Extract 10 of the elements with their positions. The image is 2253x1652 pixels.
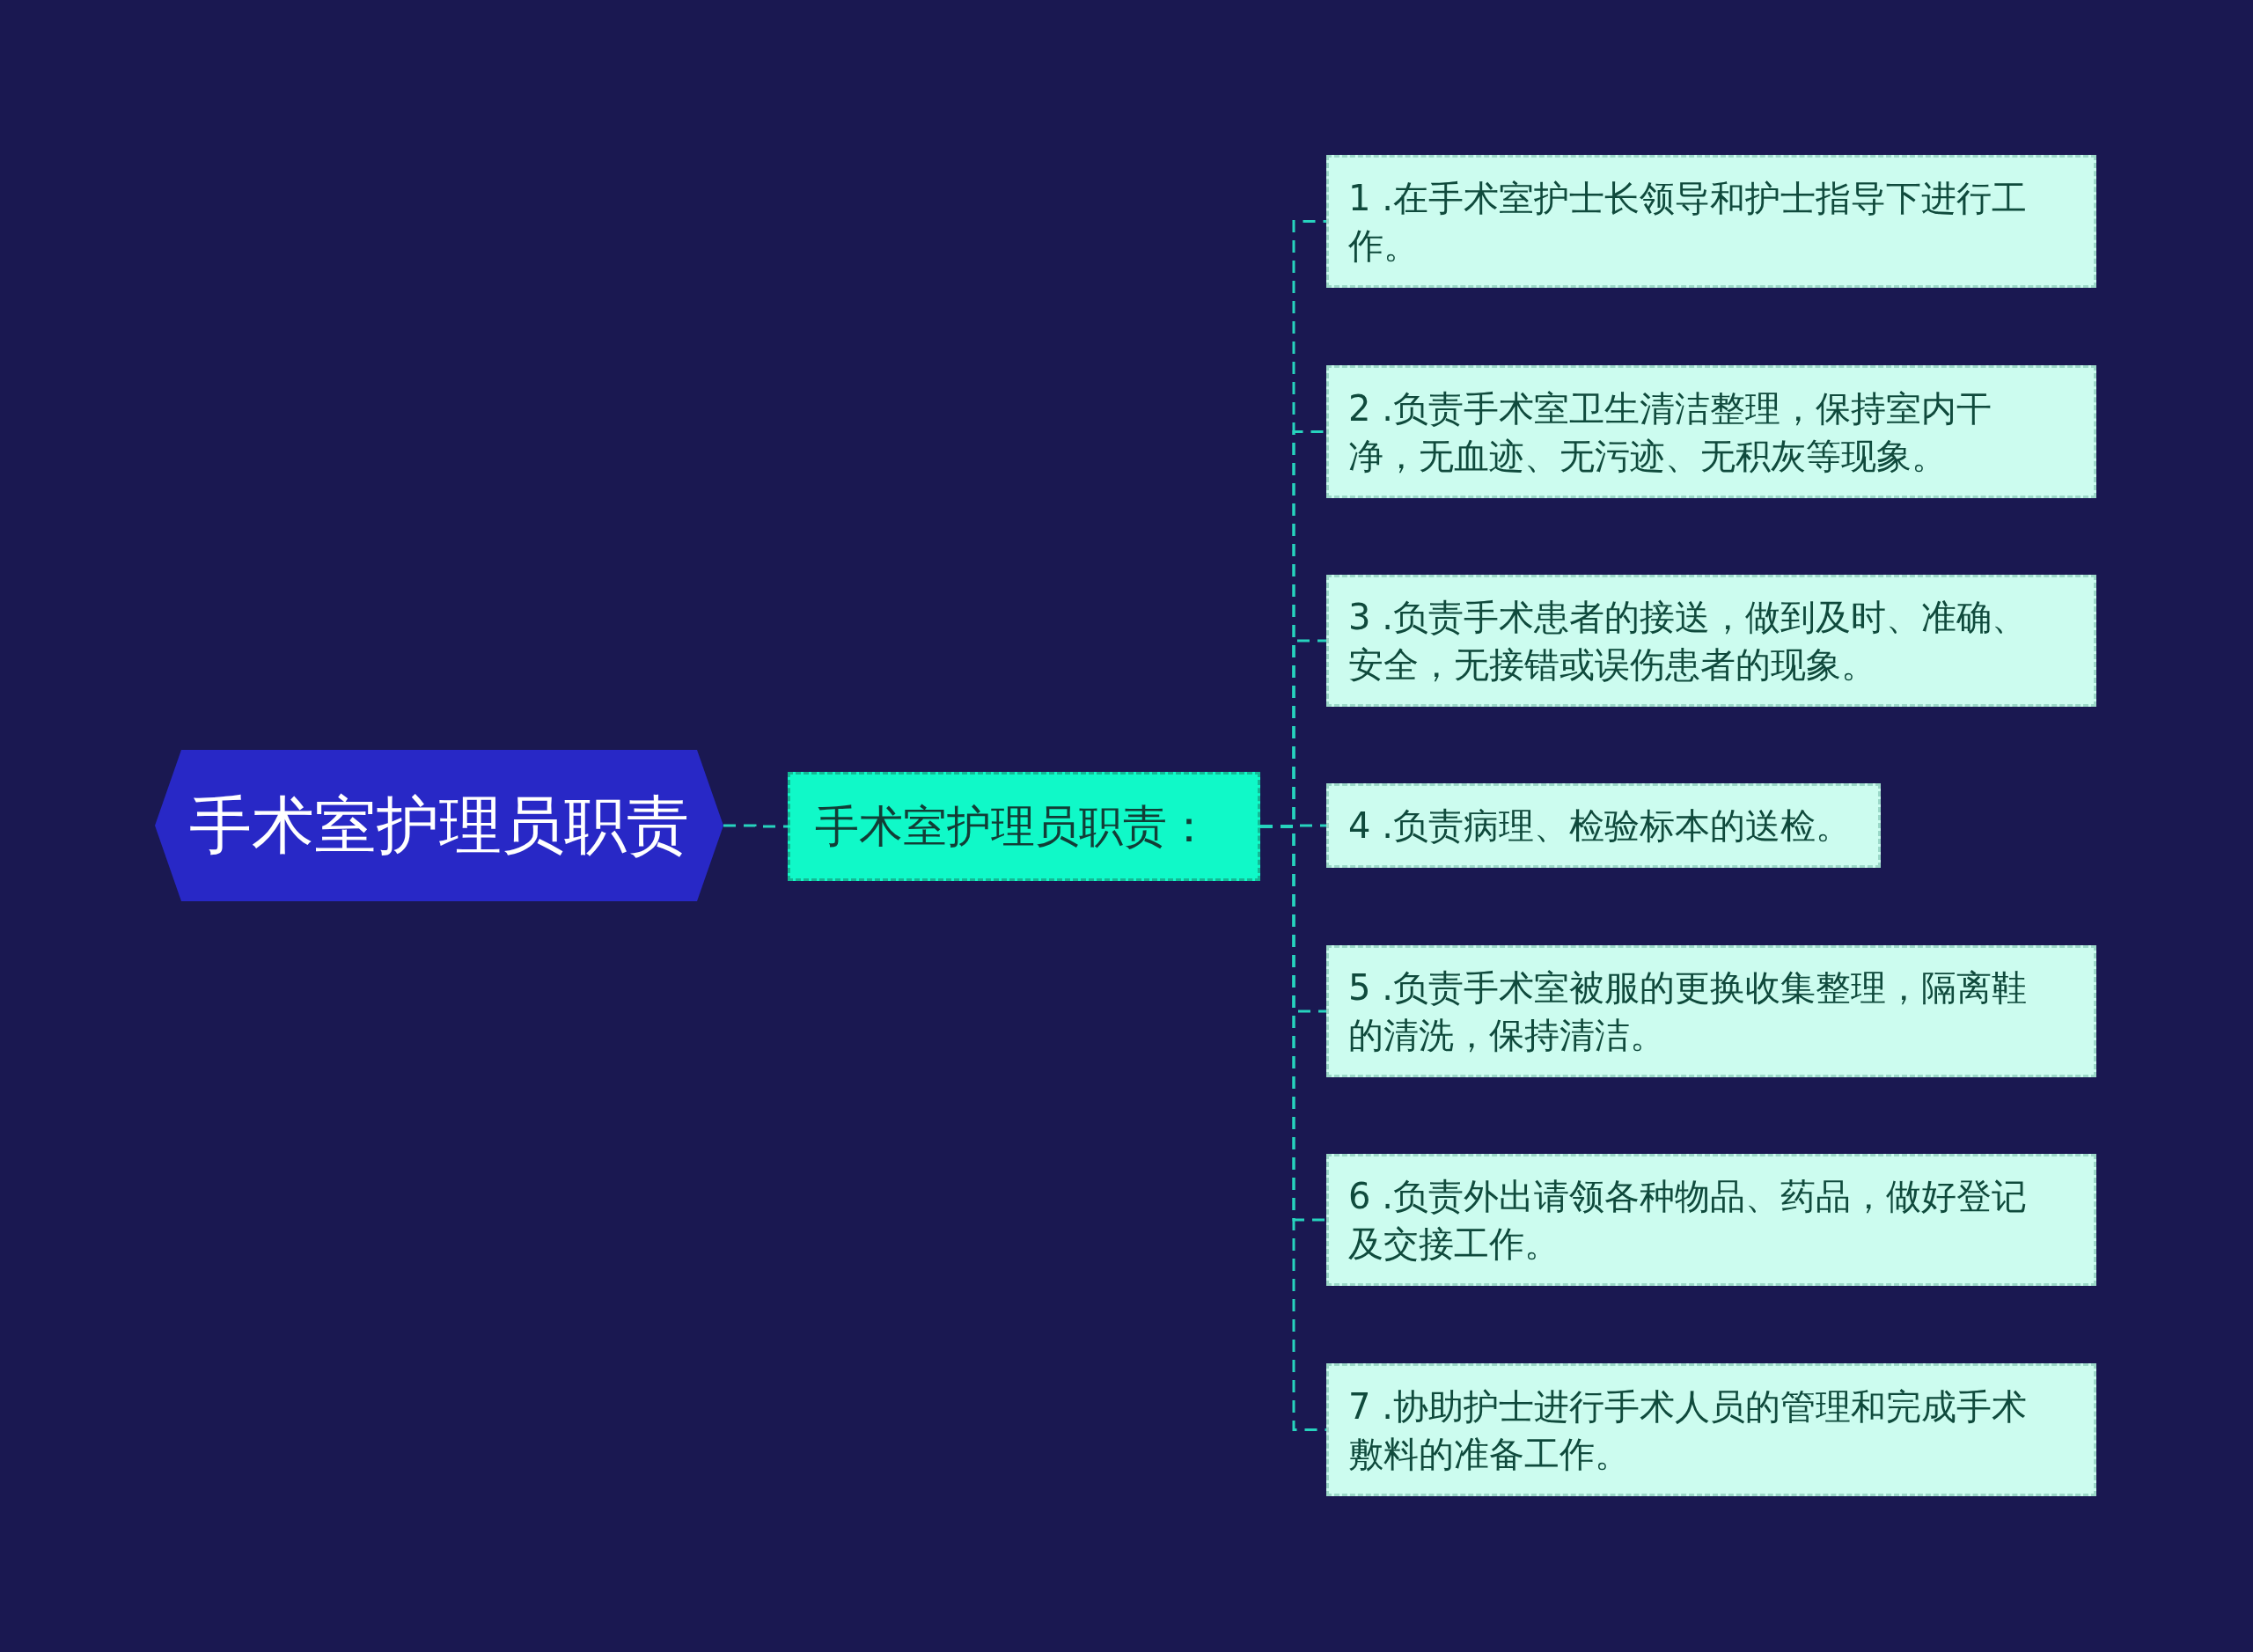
note-box: 7 .协助护士进行手术人员的管理和完成手术敷料的准备工作。 [1326, 1363, 2096, 1496]
note-box: 5 .负责手术室被服的更换收集整理，隔离鞋的清洗，保持清洁。 [1326, 945, 2096, 1077]
note-box: 2 .负责手术室卫生清洁整理，保持室内干净，无血迹、无污迹、无积灰等现象。 [1326, 365, 2096, 498]
connector-line [723, 824, 788, 828]
subtopic-box: 手术室护理员职责： [788, 772, 1260, 881]
note-box: 6 .负责外出请领各种物品、药品，做好登记及交接工作。 [1326, 1154, 2096, 1286]
note-box: 3 .负责手术患者的接送，做到及时、准确、安全，无接错或误伤患者的现象。 [1326, 575, 2096, 707]
note-box: 1 .在手术室护士长领导和护士指导下进行工作。 [1326, 155, 2096, 288]
central-topic-hexagon: 手术室护理员职责 [155, 750, 723, 901]
note-box: 4 .负责病理、检验标本的送检。 [1326, 783, 1881, 868]
